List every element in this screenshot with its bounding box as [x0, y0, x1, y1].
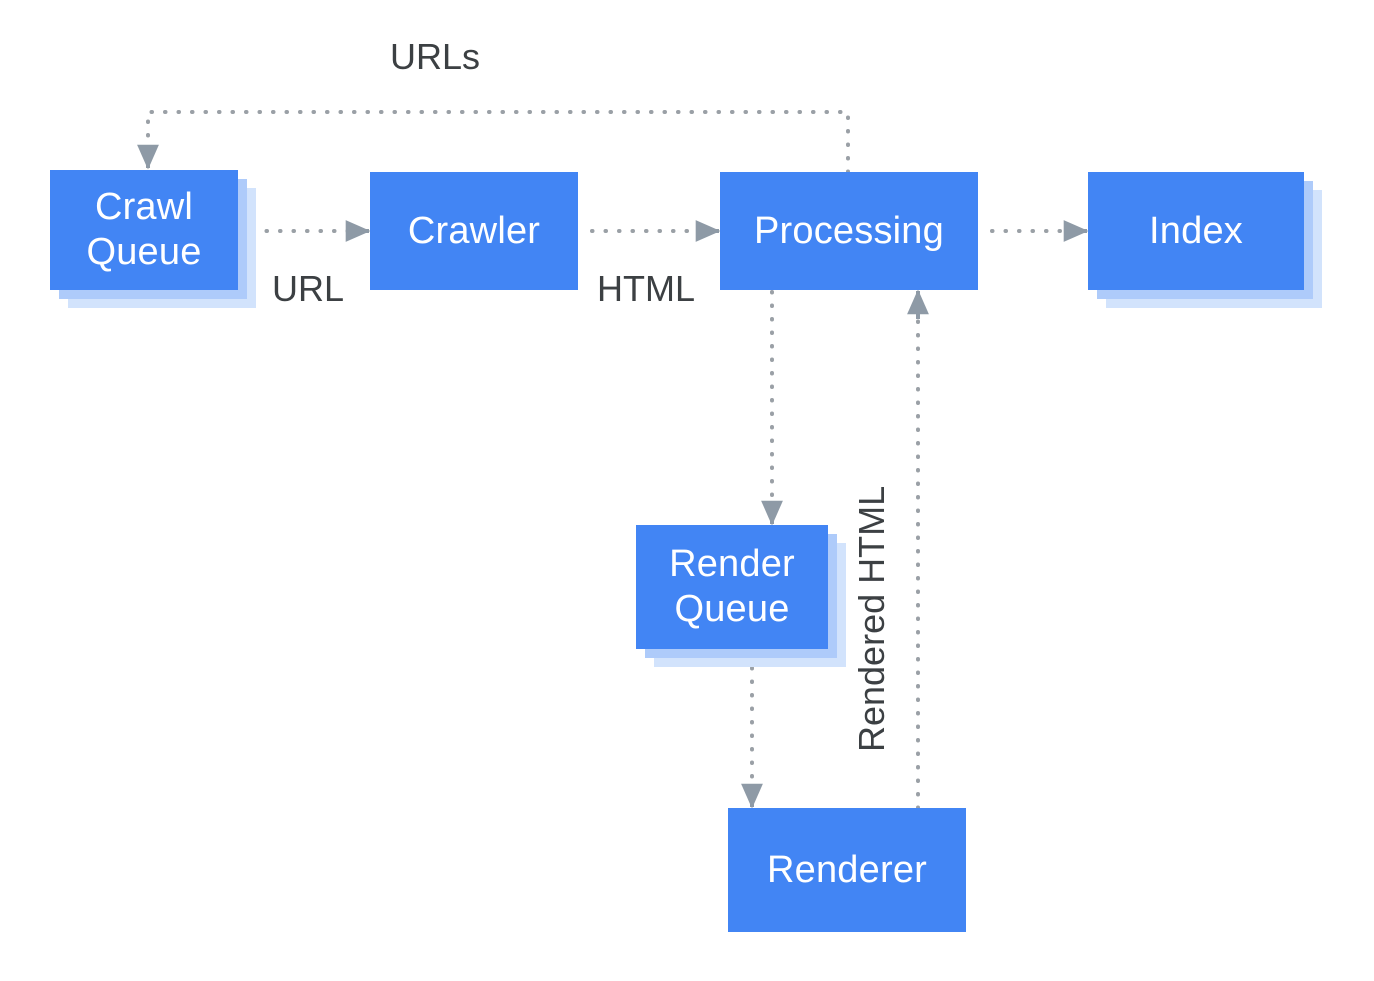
node-renderer-label: Renderer — [766, 848, 928, 891]
node-crawler[interactable]: Crawler — [370, 172, 578, 290]
node-render-queue-label-line2: Queue — [674, 588, 790, 630]
node-index[interactable]: Index — [1088, 172, 1304, 290]
node-crawl-queue-label-line2: Queue — [86, 231, 202, 273]
node-renderer[interactable]: Renderer — [728, 808, 966, 932]
node-processing-label: Processing — [754, 209, 944, 252]
edge-label-url: URL — [272, 268, 345, 309]
edge-label-html: HTML — [597, 268, 695, 309]
edge-label-urls: URLs — [390, 36, 481, 77]
node-crawl-queue-label-line1: Crawl — [94, 186, 194, 229]
node-render-queue[interactable]: Render Queue — [636, 525, 828, 649]
edge-processing-crawlqueue — [137, 110, 850, 174]
node-crawler-label: Crawler — [407, 209, 541, 252]
node-crawl-queue[interactable]: Crawl Queue — [50, 170, 238, 290]
node-index-label: Index — [1149, 209, 1243, 252]
node-crawl-queue-label: Crawl Queue — [86, 185, 201, 275]
node-render-queue-label: Render Queue — [669, 542, 795, 632]
node-processing[interactable]: Processing — [720, 172, 978, 290]
node-render-queue-label-line1: Render — [669, 543, 795, 586]
edge-label-rendered-html: Rendered HTML — [851, 485, 892, 752]
